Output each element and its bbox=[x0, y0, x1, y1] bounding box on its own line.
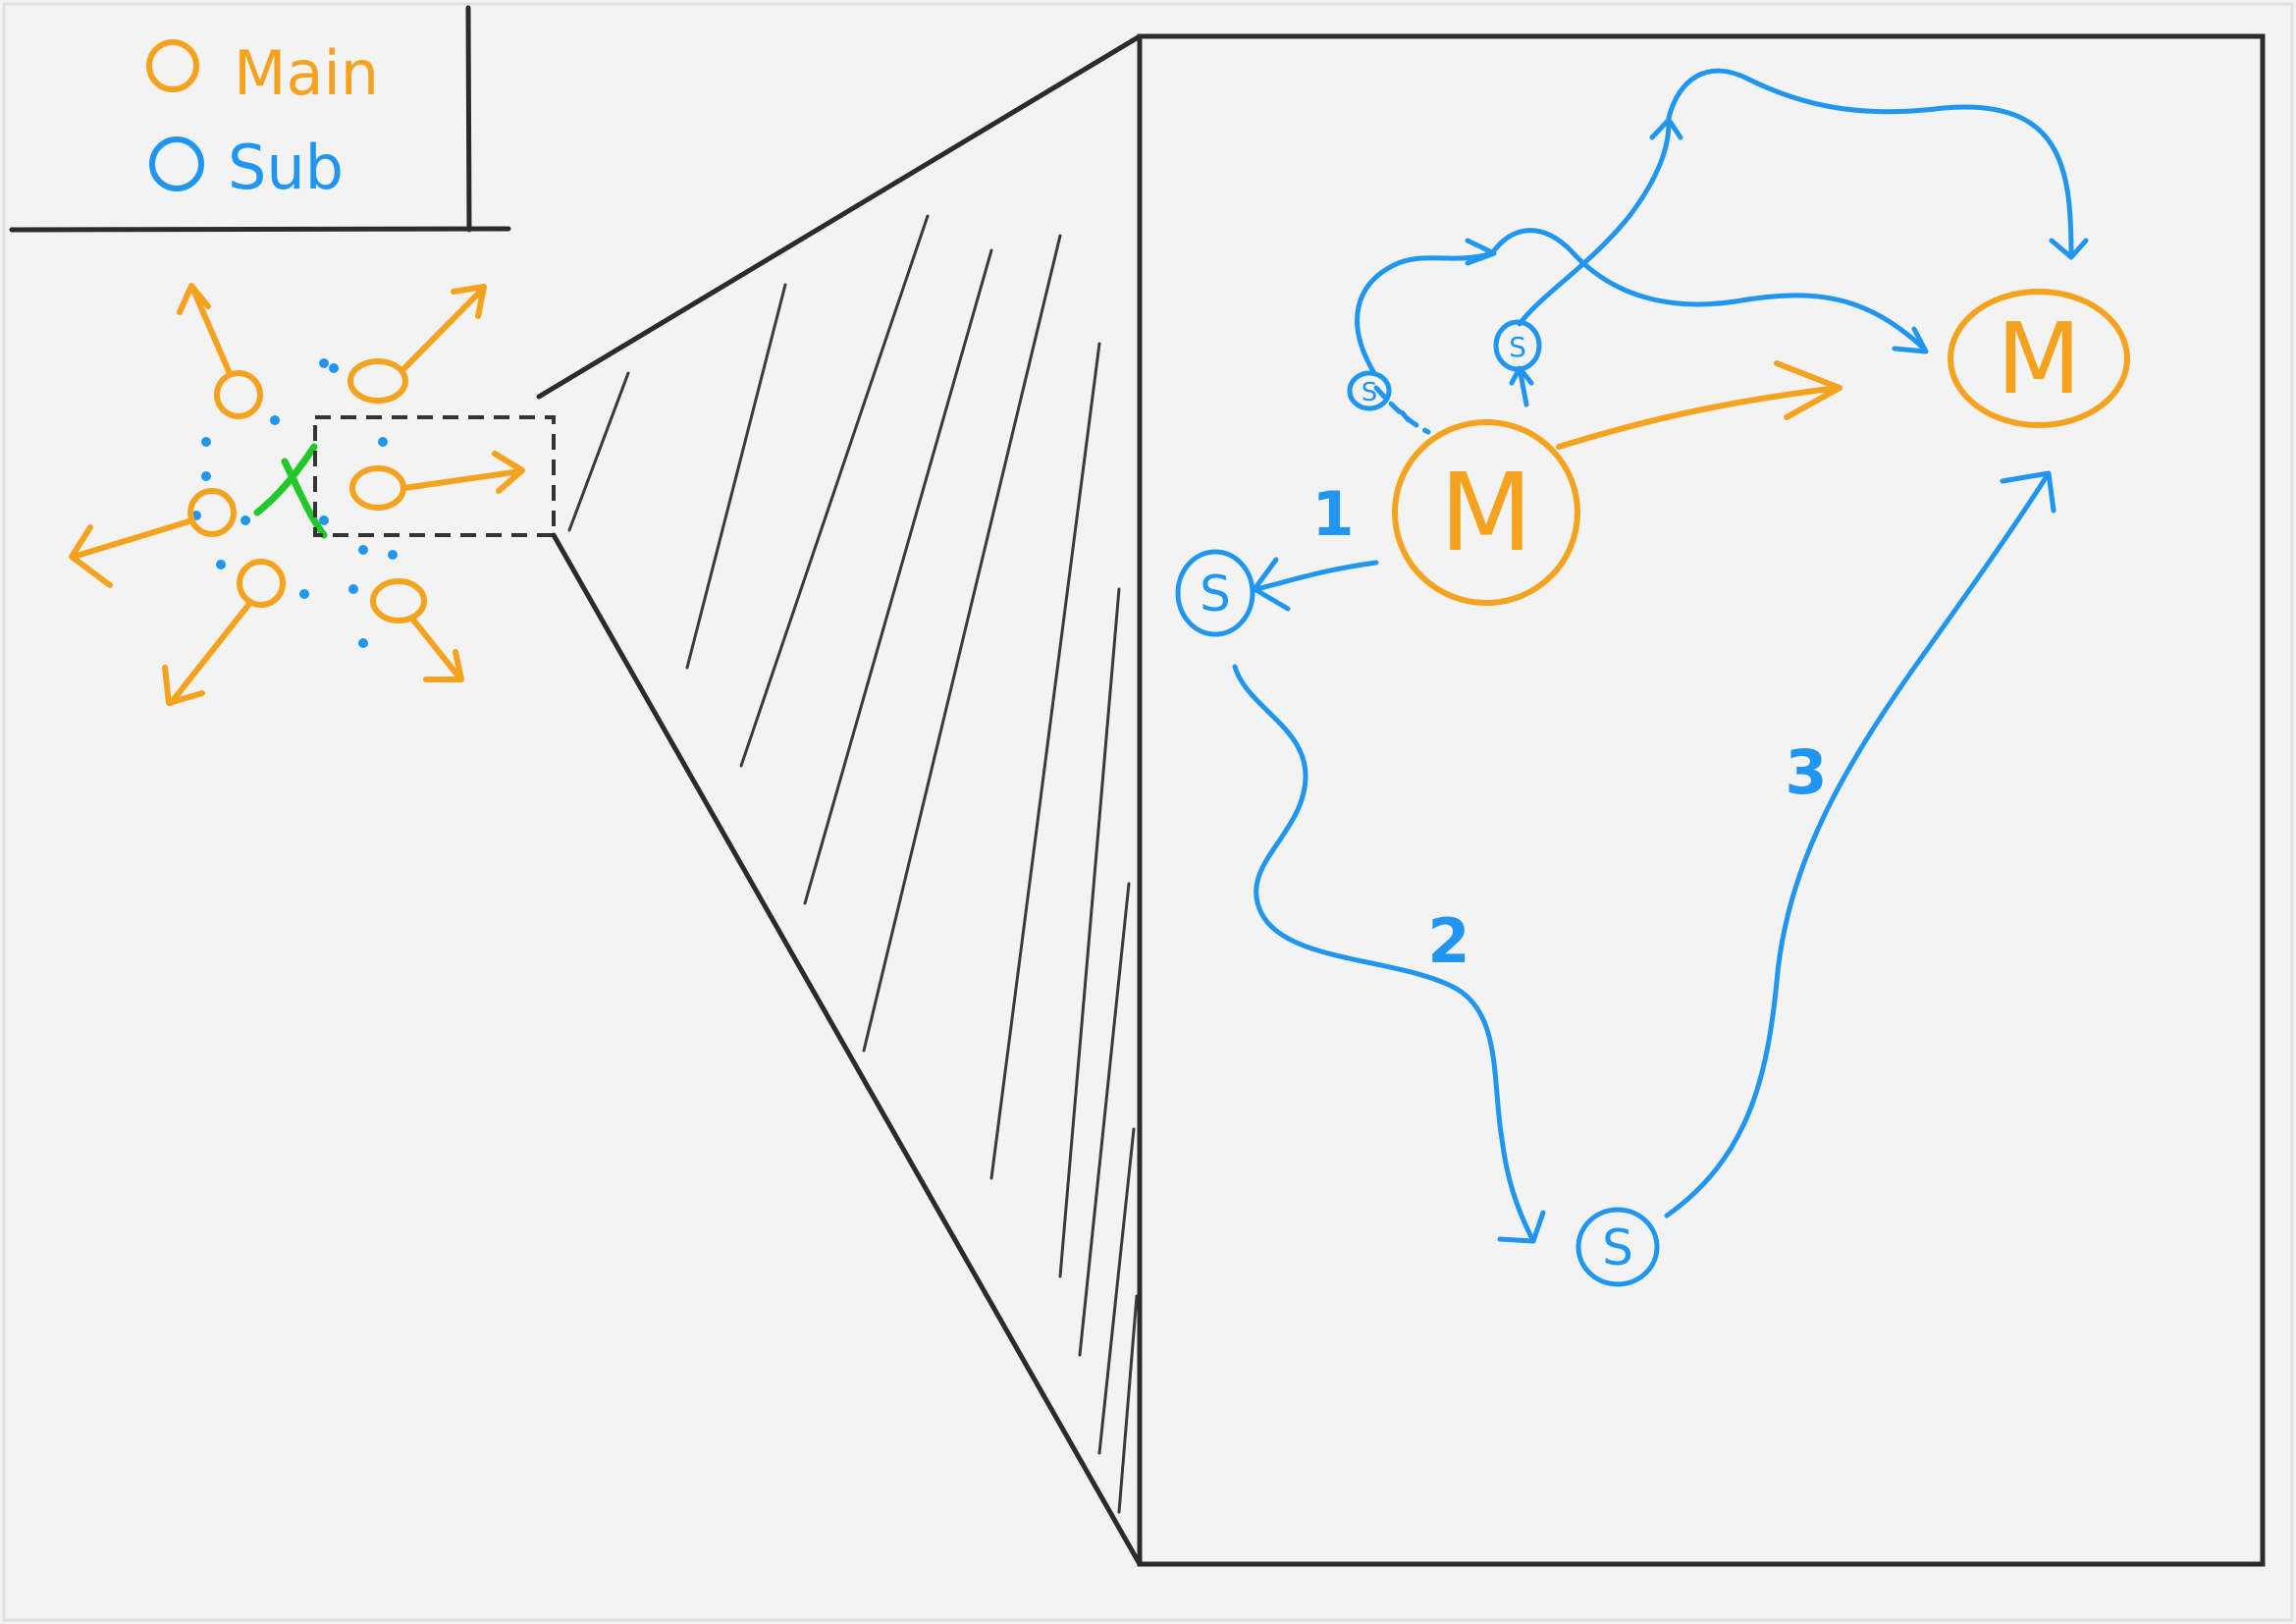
sub-path-top bbox=[1355, 228, 1929, 376]
zoom-projection bbox=[536, 33, 1143, 1567]
step-2-path bbox=[1232, 664, 1546, 1244]
arrow-icon bbox=[409, 616, 464, 682]
sub-path-upper bbox=[1517, 68, 2089, 327]
zoom-selection-rect bbox=[313, 415, 556, 537]
main-node-label: M bbox=[1997, 301, 2081, 416]
main-to-main-arrow bbox=[1556, 360, 1842, 450]
step-label-2: 2 bbox=[1427, 905, 1469, 977]
legend-main-circle-icon bbox=[146, 39, 199, 92]
hatching bbox=[567, 214, 1139, 1514]
sub-node: S bbox=[1575, 1207, 1660, 1287]
main-node-small bbox=[214, 370, 263, 419]
sub-node-label: S bbox=[1200, 566, 1231, 623]
legend-main-label: Main bbox=[234, 37, 379, 109]
origin-x-marker-icon bbox=[253, 443, 328, 539]
arrow-icon bbox=[401, 284, 487, 371]
legend-sub-label: Sub bbox=[228, 132, 344, 203]
main-to-sub-link bbox=[1373, 385, 1431, 435]
detail-border bbox=[1137, 33, 2266, 1567]
main-node-small bbox=[187, 488, 237, 537]
legend-border bbox=[9, 5, 511, 233]
legend-sub-circle-icon bbox=[149, 136, 204, 191]
arrow-icon bbox=[177, 283, 232, 374]
step-label-3: 3 bbox=[1785, 736, 1827, 808]
sub-node: S bbox=[1175, 549, 1255, 637]
overview-cluster bbox=[69, 283, 556, 706]
sub-node-label: S bbox=[1509, 331, 1526, 363]
main-node-origin: M bbox=[1392, 419, 1580, 606]
detail-panel: M M S S S S 1 2 3 bbox=[1137, 33, 2266, 1567]
legend: Main Sub bbox=[9, 5, 511, 233]
main-node-small bbox=[370, 578, 427, 623]
sub-node-label: S bbox=[1362, 378, 1378, 407]
step-3-path bbox=[1664, 470, 2056, 1218]
main-node-small bbox=[237, 559, 286, 608]
main-node-target: M bbox=[1948, 289, 2130, 428]
sub-dots bbox=[191, 358, 398, 648]
projection-lines bbox=[536, 33, 1143, 1567]
step-label-1: 1 bbox=[1311, 478, 1354, 550]
arrow-icon bbox=[162, 601, 252, 706]
arrow-icon bbox=[69, 517, 195, 588]
main-node-small bbox=[347, 358, 408, 404]
sub-node: S bbox=[1347, 370, 1392, 411]
main-node-label: M bbox=[1440, 450, 1533, 575]
sub-node-label: S bbox=[1602, 1219, 1633, 1276]
arrow-icon bbox=[401, 451, 525, 494]
sub-node: S bbox=[1493, 319, 1542, 372]
